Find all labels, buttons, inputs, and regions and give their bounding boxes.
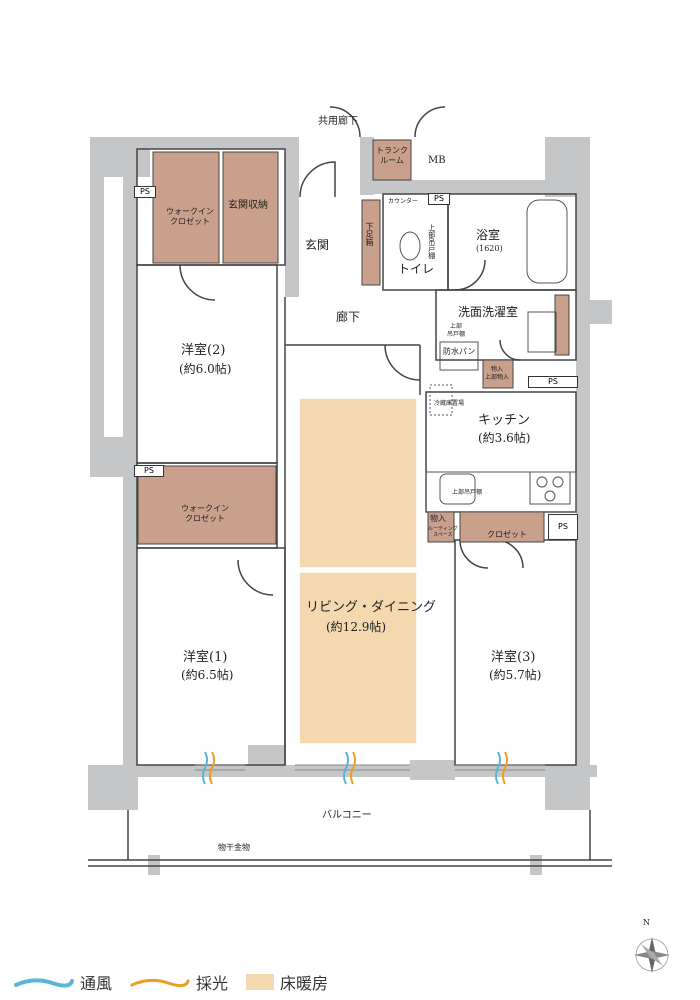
label-hallway: 廊下 [336,310,361,324]
label-living-dining-size: (約12.9帖) [326,620,387,634]
label-toilet: トイレ [398,262,435,276]
stove [529,471,571,505]
legend-label: 採光 [196,974,229,993]
legend: 通風 採光 床暖房 [14,970,346,994]
label-fridge-space: 冷蔵庫置場 [434,400,465,407]
ventilation-wave-icon [14,978,74,988]
fixtures [399,199,577,513]
label-upper-cabinet-toilet: 上部吊戸棚 [427,224,436,259]
label-western-room-1-size: (約6.5帖) [181,668,234,682]
label-bathroom: 浴室 [476,228,501,242]
closet-3 [459,511,545,543]
label-balcony: バルコニー [322,810,372,821]
label-storage-upper: 物入 上部物入 [485,366,510,381]
storage-upper [482,359,514,389]
label-upper-cabinet-kitchen: 上部吊戸棚 [452,489,483,496]
label-western-room-2-size: (約6.0帖) [179,362,232,376]
label-router-space: ルーティング スペース [428,526,458,539]
entrance-storage [222,151,279,264]
interior-walls [88,106,612,867]
label-living-dining: リビング・ダイニング [306,600,437,615]
compass-icon [634,937,670,973]
label-mb: MB [428,155,446,166]
legend-item-ventilation: 通風 [14,970,112,994]
label-washroom: 洗面洗濯室 [458,305,519,319]
ventilation-marks [202,751,508,785]
label-closet-3: クロゼット [487,530,527,539]
label-walkin-closet-mid: ウォークイン クロゼット [181,504,229,523]
label-common-corridor: 共用廊下 [318,116,358,127]
label-entrance: 玄関 [305,238,330,252]
sink [439,473,476,505]
label-western-room-2: 洋室(2) [181,343,226,358]
label-kitchen-size: (約3.6帖) [478,431,531,445]
walkin-closet-top [152,151,220,264]
ps-label: PS [134,186,156,198]
label-shoe-box: 下足箱 [365,222,374,246]
ps-label: PS [134,465,164,477]
label-waterproof-pan: 防水パン [443,347,476,356]
label-upper-cabinet-wash: 上部 吊戸棚 [447,323,466,338]
label-clothes-hanger: 物干金物 [218,843,250,852]
label-bathroom-size: (1620) [476,244,503,253]
label-entrance-storage: 玄関収納 [228,200,268,211]
label-kitchen: キッチン [478,413,531,428]
washer-pan [439,341,479,371]
daylight-wave-icon [130,978,190,988]
ps-label: PS [428,193,450,205]
label-walkin-closet-top: ウォークイン クロゼット [166,207,214,226]
legend-label: 通風 [80,974,113,993]
floor-heating-zone [298,397,418,745]
exterior-walls [88,137,612,875]
bathtub [526,199,568,284]
label-western-room-3: 洋室(3) [491,650,536,665]
floor-heating-swatch [246,974,275,990]
ps-label: PS [528,376,578,388]
label-storage-router: 物入 [430,514,446,523]
shoe-box [361,199,381,286]
label-trunk-room: トランク ルーム [376,146,408,165]
fridge-space [429,384,453,416]
label-western-room-1: 洋室(1) [183,650,228,665]
storage-areas [137,139,570,545]
toilet-bowl [399,231,421,261]
trunk-room [372,139,412,181]
walkin-closet-mid [137,465,277,545]
legend-label: 床暖房 [280,974,329,993]
ps-label: PS [548,514,578,540]
legend-item-floor-heating: 床暖房 [246,970,328,994]
legend-item-daylight: 採光 [130,970,228,994]
label-counter: カウンター [388,198,419,205]
wash-basin [527,311,557,353]
label-western-room-3-size: (約5.7帖) [489,668,542,682]
compass-label: N [643,918,650,927]
